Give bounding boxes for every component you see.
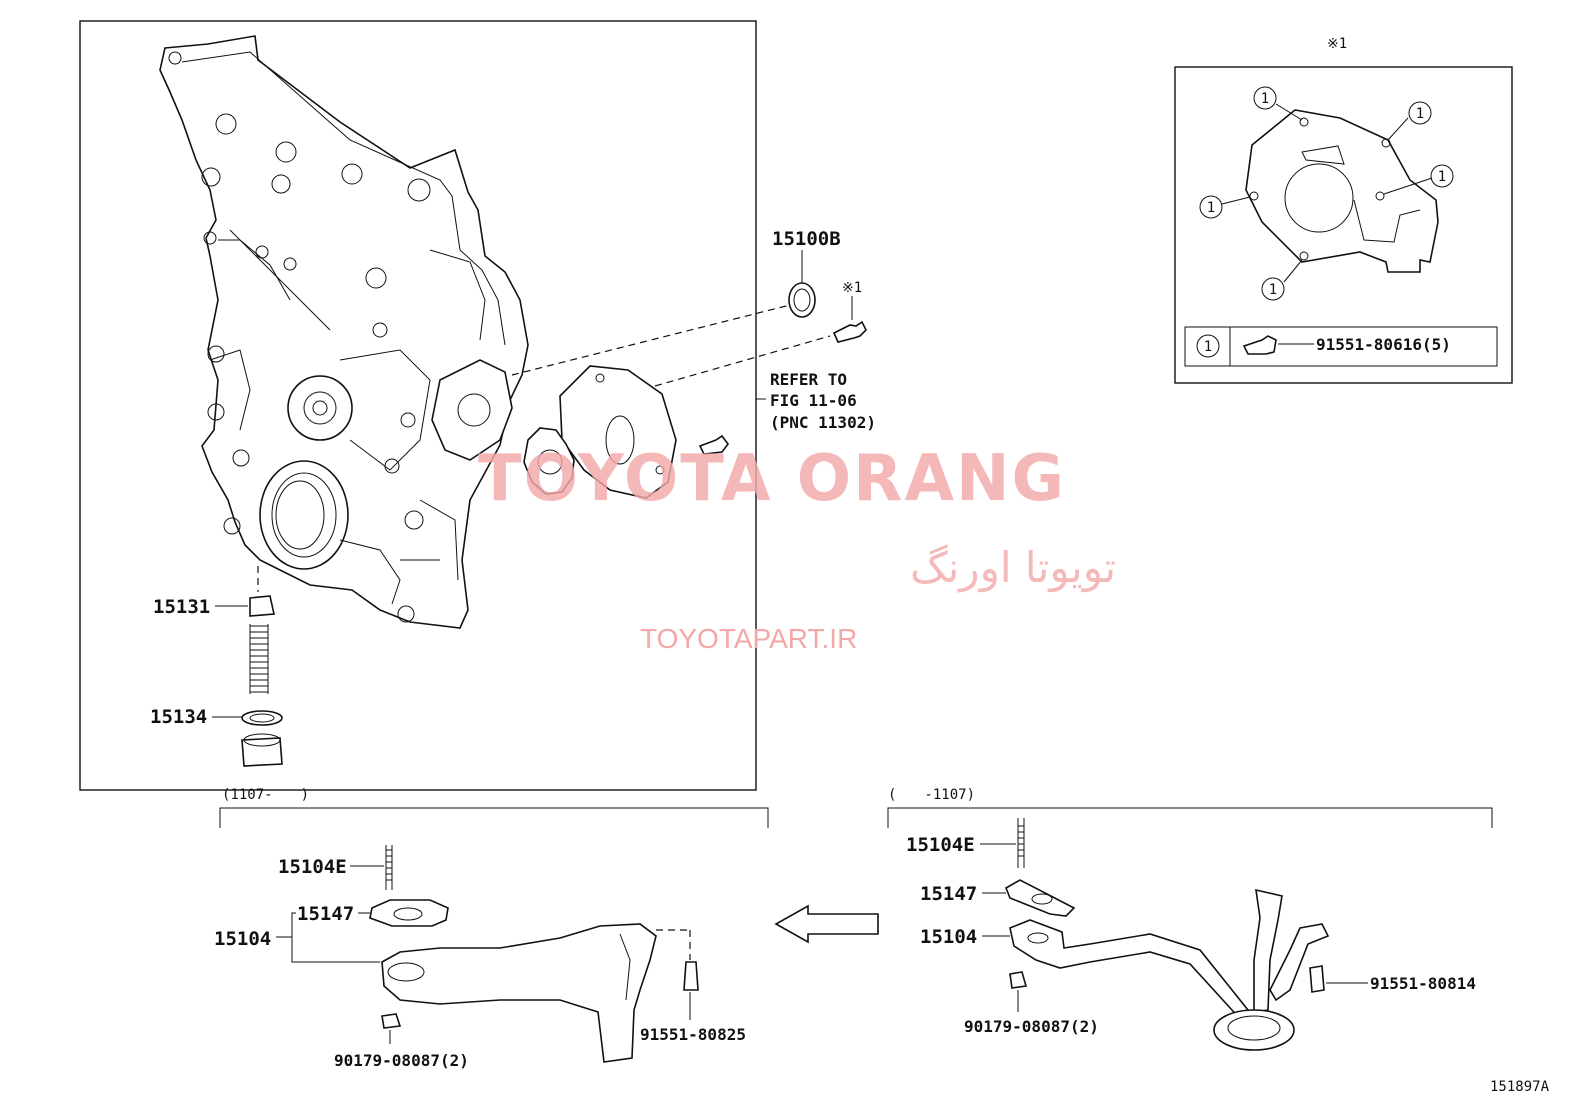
right-callout-15147: 15147: [920, 883, 977, 905]
left-nut-label: 90179-08087(2): [334, 1051, 469, 1070]
detail-callout-1d: 1: [1199, 195, 1223, 219]
refer-line-2: FIG 11-06: [770, 391, 857, 410]
relief-valve-parts: [212, 566, 283, 767]
detail-box: ※1 1 1 1 1: [1174, 36, 1513, 384]
legend-part-number: 91551-80616(5): [1316, 335, 1451, 354]
left-arrow-icon: [774, 904, 879, 944]
left-strainer-section: (1107- ): [219, 787, 769, 1063]
right-callout-15104e: 15104E: [906, 834, 975, 856]
svg-text:1: 1: [1207, 200, 1215, 216]
refer-line-1: REFER TO: [770, 370, 847, 389]
callout-15131: 15131: [153, 596, 210, 618]
left-callout-15104: 15104: [214, 928, 271, 950]
svg-text:1: 1: [1204, 339, 1212, 355]
oil-pump-parts: [511, 250, 867, 499]
timing-cover-drawing: [159, 35, 529, 629]
callout-ref-mark: ※1: [842, 280, 862, 296]
right-strainer-section: ( -1107): [887, 787, 1493, 1051]
left-range-label: (1107- ): [222, 787, 309, 803]
detail-callout-1b: 1: [1408, 101, 1432, 125]
detail-ref-mark: ※1: [1327, 36, 1347, 52]
detail-callout-1c: 1: [1430, 164, 1454, 188]
legend-callout-1: 1: [1196, 334, 1220, 358]
watermark-brand: TOYOTA ORANG: [478, 442, 1066, 516]
svg-text:1: 1: [1269, 282, 1277, 298]
watermark-brand-farsi: تویوتا اورنگ: [910, 543, 1116, 592]
detail-callout-1a: 1: [1253, 86, 1277, 110]
callout-15134: 15134: [150, 706, 207, 728]
legend-bolt-icon: [1242, 335, 1277, 355]
left-callout-15147: 15147: [297, 903, 354, 925]
svg-text:1: 1: [1416, 106, 1424, 122]
watermark-url: TOYOTAPART.IR: [640, 623, 857, 654]
left-bolt-label: 91551-80825: [640, 1025, 746, 1044]
right-bolt-label: 91551-80814: [1370, 974, 1476, 993]
left-callout-15104e: 15104E: [278, 856, 347, 878]
svg-text:1: 1: [1261, 91, 1269, 107]
svg-text:1: 1: [1438, 169, 1446, 185]
right-nut-label: 90179-08087(2): [964, 1017, 1099, 1036]
right-range-label: ( -1107): [888, 787, 975, 803]
callout-15100b: 15100B: [772, 228, 841, 250]
detail-callout-1e: 1: [1261, 277, 1285, 301]
refer-line-3: (PNC 11302): [770, 413, 876, 432]
figure-code: 151897A: [1490, 1079, 1550, 1095]
main-frame: [79, 20, 757, 791]
right-callout-15104: 15104: [920, 926, 977, 948]
